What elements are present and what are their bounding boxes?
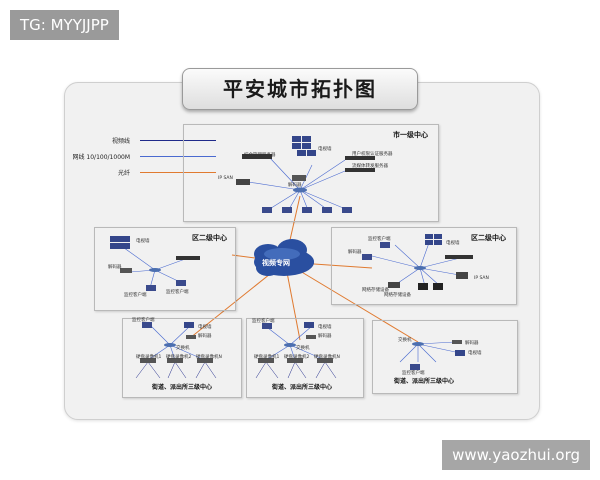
- device-label: 解码器: [108, 265, 122, 270]
- device-label: 监控客户端: [132, 318, 155, 323]
- district-center-left-panel: 区二级中心: [94, 227, 236, 311]
- device-label: 监控客户端: [402, 371, 425, 376]
- device-label: 硬盘录像机N: [196, 355, 222, 360]
- device-label: 用户权限认证服务器: [352, 152, 393, 157]
- panel-title: 市一级中心: [393, 131, 428, 139]
- legend-label: 视频线: [111, 138, 130, 145]
- cloud-label: 视频专网: [262, 259, 290, 267]
- panel-title: 街道、派出所三级中心: [272, 384, 333, 391]
- device-label: IP SAN: [474, 276, 489, 281]
- panel-title: 区二级中心: [471, 234, 506, 242]
- tg-badge: TG: MYYJJPP: [10, 10, 119, 40]
- device-label: 电视墙: [468, 351, 482, 356]
- device-label: 硬盘录像机N: [314, 355, 340, 360]
- device-label: 电视墙: [198, 325, 212, 330]
- legend-item-network: 网线 10/100/1000M: [73, 152, 218, 166]
- legend-label: 光纤: [117, 170, 130, 177]
- legend-swatch: [140, 140, 216, 141]
- device-label: 解码器: [348, 250, 362, 255]
- device-label: 解码器: [288, 183, 302, 188]
- station-center-3-panel: [372, 320, 518, 394]
- device-label: 网络存储设备: [384, 293, 411, 298]
- panel-title: 区二级中心: [192, 234, 227, 242]
- device-label: 流媒体转发服务器: [352, 164, 388, 169]
- device-label: 综合管理服务器: [244, 153, 276, 158]
- device-label: 硬盘录像机1: [136, 355, 162, 360]
- device-label: IP SAN: [218, 176, 233, 181]
- device-label: 电视墙: [446, 241, 460, 246]
- device-label: 交换机: [176, 346, 190, 351]
- device-label: 监控客户端: [124, 293, 147, 298]
- device-label: 解码器: [465, 341, 479, 346]
- city-center-panel: 市一级中心: [183, 124, 439, 222]
- legend-swatch: [140, 156, 216, 157]
- legend-item-fiber: 光纤: [78, 168, 218, 182]
- legend-swatch: [140, 172, 216, 173]
- device-label: 交换机: [398, 338, 412, 343]
- device-label: 监控客户端: [252, 319, 275, 324]
- device-label: 硬盘录像机2: [284, 355, 310, 360]
- panel-title: 街道、派出所三级中心: [152, 384, 213, 391]
- device-label: 硬盘录像机2: [166, 355, 192, 360]
- watermark: www.yaozhui.org: [442, 440, 590, 470]
- device-label: 电视墙: [136, 239, 150, 244]
- station-center-2-panel: [246, 318, 364, 398]
- device-label: 监控客户端: [368, 237, 391, 242]
- legend-label: 网线 10/100/1000M: [72, 154, 130, 161]
- device-label: 解码器: [318, 334, 332, 339]
- panel-title: 街道、派出所三级中心: [394, 378, 455, 385]
- station-center-1-panel: [122, 318, 242, 398]
- device-label: 解码器: [198, 334, 212, 339]
- device-label: 硬盘录像机1: [254, 355, 280, 360]
- diagram-title: 平安城市拓扑图: [182, 68, 418, 110]
- device-label: 电视墙: [318, 147, 332, 152]
- district-center-right-panel: 区二级中心: [331, 227, 517, 305]
- device-label: 监控客户端: [166, 290, 189, 295]
- device-label: 交换机: [296, 346, 310, 351]
- device-label: 电视墙: [318, 325, 332, 330]
- legend-item-video: 视频线: [78, 136, 218, 150]
- device-label: 网络存储设备: [362, 288, 389, 293]
